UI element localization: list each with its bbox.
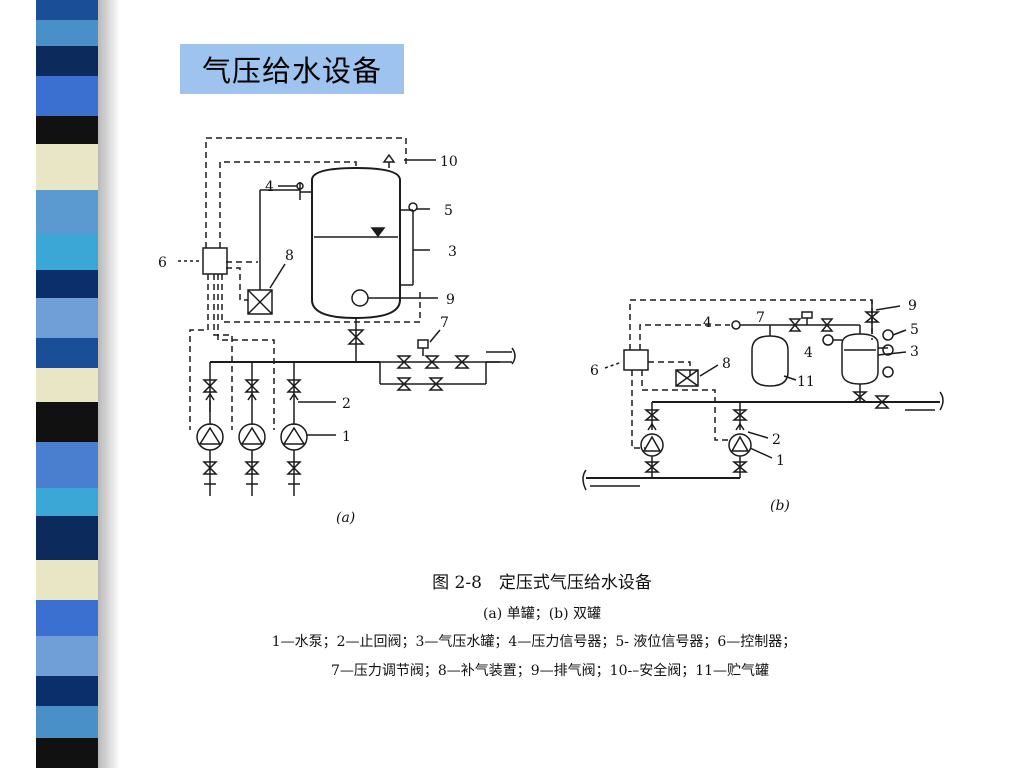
figure-caption-title: 图 2-8 定压式气压给水设备 [432,573,652,593]
title-box: 气压给水设备 [180,44,404,94]
label-b-8: 8 [722,356,731,372]
label-a-1: 1 [342,429,351,445]
label-b-11: 11 [797,374,815,390]
label-b-5: 5 [910,322,919,338]
diagram-a [178,137,516,496]
label-b-3: 3 [910,344,919,360]
label-b-9: 9 [908,298,917,314]
label-a-7: 7 [440,315,449,331]
pump-group-a [196,362,336,496]
label-a-5: 5 [444,203,453,219]
label-b-4-top: 4 [703,315,712,331]
figure-legend-line-2: 7—压力调节阀；8—补气装置；9—排气阀；10-–安全阀；11—贮气罐 [330,663,770,679]
label-a-8: 8 [285,248,294,264]
figure-caption-subtitle: (a) 单罐；(b) 双罐 [482,606,602,622]
label-sub-a: (a) [336,510,355,526]
page-title: 气压给水设备 [201,54,382,88]
figure-legend-line-1: 1—水泵；2—止回阀；3—气压水罐；4—压力信号器；5- 液位信号器；6—控制器… [271,634,797,650]
label-b-6: 6 [590,363,599,379]
label-b-4: 4 [804,345,813,361]
label-a-4: 4 [265,179,274,195]
label-a-9: 9 [446,292,455,308]
label-a-3: 3 [448,244,457,260]
diagram-b [582,299,944,491]
label-b-1: 1 [776,453,785,469]
label-b-2: 2 [772,432,781,448]
label-b-7: 7 [756,310,765,326]
label-a-2: 2 [342,396,351,412]
label-a-10: 10 [440,154,458,170]
decorative-stripe [36,0,98,768]
stripe-shadow [98,0,120,768]
label-a-6: 6 [158,255,167,271]
label-sub-b: (b) [770,498,790,514]
